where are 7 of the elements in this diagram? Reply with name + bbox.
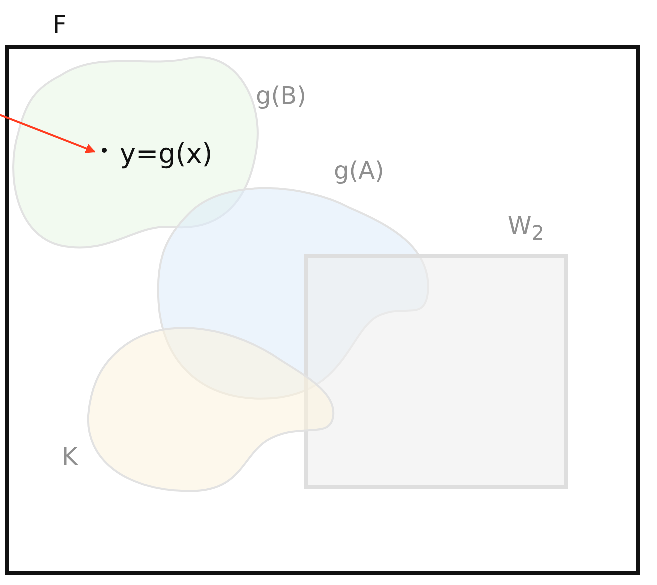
frame-label: F — [53, 13, 67, 37]
formula-label: y=g(x) — [120, 140, 213, 170]
arrow — [0, 114, 96, 154]
set-label: K — [62, 445, 78, 469]
set-label: W$_{2}$ — [508, 214, 544, 243]
set-label: g(B) — [256, 84, 306, 108]
set-label: g(A) — [334, 159, 384, 183]
